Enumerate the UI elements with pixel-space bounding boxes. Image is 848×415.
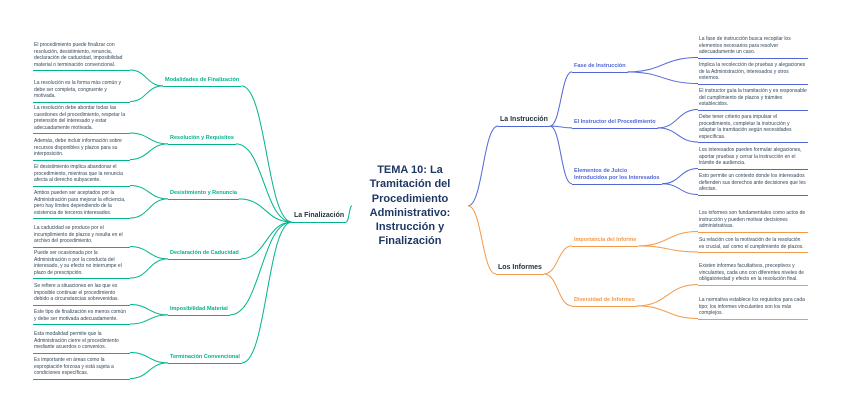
note: El procedimiento puede finalizar con res… — [33, 42, 130, 71]
root-topic[interactable]: TEMA 10: La Tramitación del Procedimient… — [369, 164, 451, 248]
note: Los informes son fundamentales como acto… — [698, 210, 808, 233]
subtopic-declaracion-de-caducidad[interactable]: Declaración de Caducidad — [168, 250, 241, 260]
note: Esto permite un contexto donde los inter… — [698, 173, 808, 196]
subtopic-modalidades-de-finalizacion[interactable]: Modalidades de Finalización — [163, 77, 242, 87]
note: Debe tener criterio para impulsar el pro… — [698, 114, 808, 143]
note: Ambos pueden ser aceptados por la Admini… — [33, 190, 130, 219]
note: Implica la recolección de pruebas y aleg… — [698, 62, 808, 85]
note: Existen informes facultativos, preceptiv… — [698, 263, 808, 286]
note: Se refiere a situaciones en las que es i… — [33, 283, 130, 306]
note: El instructor guía la tramitación y es r… — [698, 88, 808, 111]
subtopic-el-instructor-del-procedimiento[interactable]: El Instructor del Procedimiento — [572, 119, 658, 129]
note: Su relación con la motivación de la reso… — [698, 237, 808, 253]
note: Puede ser ocasionada por la Administraci… — [33, 250, 130, 279]
note: La resolución es la forma más común y de… — [33, 80, 130, 103]
note: Es importante en áreas como la expropiac… — [33, 357, 130, 380]
subtopic-elementos-de-juicio[interactable]: Elementos de Juicio Introducidos por los… — [572, 168, 662, 185]
note: Este tipo de finalización es menos común… — [33, 309, 130, 325]
note: La resolución debe abordar todas las cue… — [33, 105, 130, 134]
note: El desistimiento implica abandonar el pr… — [33, 164, 130, 187]
note: La fase de instrucción busca recopilar l… — [698, 36, 808, 59]
subtopic-diversidad-de-informes[interactable]: Diversidad de Informes — [572, 297, 637, 307]
subtopic-resolucion-y-requisitos[interactable]: Resolución y Requisitos — [168, 135, 236, 145]
note: Esta modalidad permite que la Administra… — [33, 331, 130, 354]
branch-los-informes[interactable]: Los Informes — [496, 264, 544, 275]
subtopic-desistimiento-y-renuncia[interactable]: Desistimiento y Renuncia — [168, 190, 239, 200]
branch-la-finalizacion[interactable]: La Finalización — [292, 212, 347, 223]
subtopic-imposibilidad-material[interactable]: Imposibilidad Material — [168, 306, 230, 316]
note: Además, debe incluir información sobre r… — [33, 138, 130, 161]
subtopic-importancia-del-informe[interactable]: Importancia del Informe — [572, 237, 639, 247]
branch-la-instruccion[interactable]: La Instrucción — [498, 116, 550, 127]
note: Los interesados pueden formular alegacio… — [698, 147, 808, 170]
note: La normativa establece los requisitos pa… — [698, 297, 808, 320]
subtopic-terminacion-convencional[interactable]: Terminación Convencional — [168, 354, 242, 364]
note: La caducidad se produce por el incumplim… — [33, 225, 130, 248]
subtopic-fase-de-instruccion[interactable]: Fase de Instrucción — [572, 63, 628, 73]
